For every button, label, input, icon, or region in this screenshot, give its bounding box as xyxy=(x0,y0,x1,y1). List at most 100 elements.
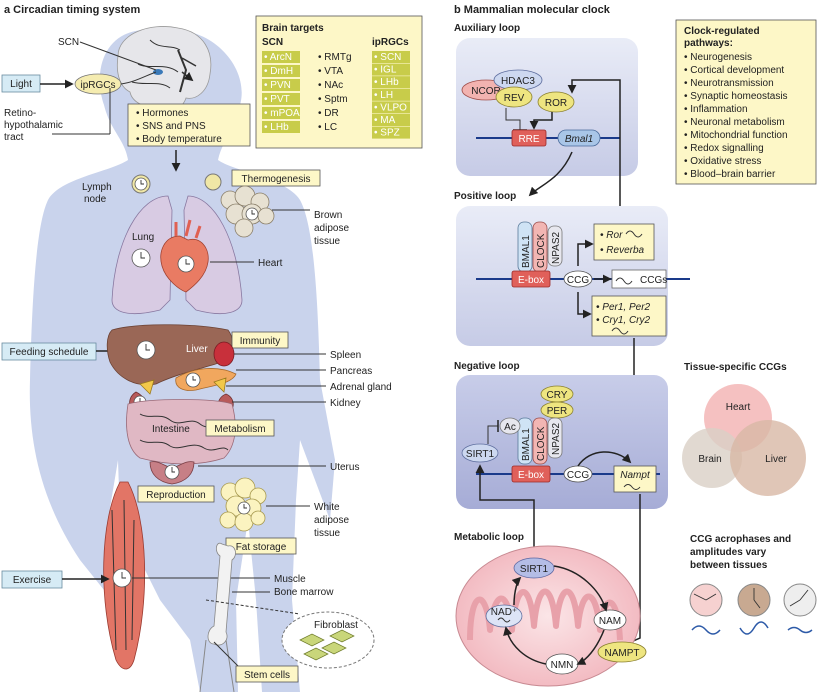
fat-storage-label: Fat storage xyxy=(236,542,287,553)
pathway-item: • Mitochondrial function xyxy=(684,130,788,141)
nampt-enzyme-oval xyxy=(597,641,647,663)
acro-title-1: CCG acrophases and xyxy=(690,534,791,545)
brain-target-item: • RMTg xyxy=(318,52,352,63)
acro-wave-liver xyxy=(739,621,769,635)
metabolism-label: Metabolism xyxy=(214,424,265,435)
heart-label: Heart xyxy=(258,258,283,269)
ror-reverba-box xyxy=(593,223,655,261)
venn-liver-label: Liver xyxy=(765,454,787,465)
brain-target-item: • DR xyxy=(318,108,339,119)
feeding-label: Feeding schedule xyxy=(10,347,89,358)
brain-target-chip xyxy=(372,51,410,63)
brain-target-item: • ArcN xyxy=(264,52,292,63)
brain-target-item: • DmH xyxy=(264,66,293,77)
brain-target-chip xyxy=(372,63,410,76)
ncor-label: NCOR xyxy=(471,86,500,97)
white-label-1: White xyxy=(314,502,340,513)
lymph-node-clock xyxy=(131,174,151,194)
pathway-item: • Synaptic homeostasis xyxy=(684,91,788,102)
neg-ebox xyxy=(511,465,551,483)
white-adipose xyxy=(219,477,267,532)
uterus-clock xyxy=(164,464,180,480)
rht-line-3: tract xyxy=(4,132,24,143)
neg-ccg-label: CCG xyxy=(567,470,589,481)
nampt-gene-box xyxy=(613,465,657,493)
thermogenesis-box xyxy=(231,169,321,187)
neg-title: Negative loop xyxy=(454,361,520,372)
uterus-label: Uterus xyxy=(330,462,359,473)
pos-title: Positive loop xyxy=(454,191,516,202)
ror-gene-item: • Ror xyxy=(600,230,623,241)
brain-target-chip xyxy=(262,79,300,91)
nad-label: NAD⁺ xyxy=(491,607,517,618)
nmn-label: NMN xyxy=(551,660,574,671)
neg-ebox-label: E-box xyxy=(518,470,544,481)
thermogenesis-label: Thermogenesis xyxy=(242,174,311,185)
metabolism-box xyxy=(205,419,275,437)
ror-oval xyxy=(537,91,575,113)
brain-target-chip xyxy=(262,65,300,77)
panel-a-title: a Circadian timing system xyxy=(4,4,141,16)
reverba-gene-item: • Reverba xyxy=(600,245,645,256)
bmal1-gene-box xyxy=(557,129,601,147)
output-item: • Hormones xyxy=(136,108,188,119)
rre-box xyxy=(511,129,547,147)
scn-label: SCN xyxy=(58,37,79,48)
lymph-label-2: node xyxy=(84,194,107,205)
rev-label: REV xyxy=(504,93,525,104)
brain-target-chip xyxy=(262,121,300,133)
stem-cells-label: Stem cells xyxy=(244,670,290,681)
brown-label-2: adipose xyxy=(314,223,349,234)
bmal1-gene-label: Bmal1 xyxy=(565,134,593,145)
neg-per-label: PER xyxy=(547,406,568,417)
brain-target-item: • LHb xyxy=(264,122,289,133)
acro-wave-brain xyxy=(787,626,813,634)
tissue-title: Tissue-specific CCGs xyxy=(684,362,787,373)
brain-target-item: • LH xyxy=(374,90,393,101)
rev-oval xyxy=(495,86,533,108)
iprgcs-label: ipRGCs xyxy=(80,80,115,91)
pathway-item: • Cortical development xyxy=(684,65,784,76)
heart-clock xyxy=(177,255,195,273)
pos-ccg-oval xyxy=(563,270,593,288)
white-label-3: tissue xyxy=(314,528,341,539)
neg-sirt1-label: SIRT1 xyxy=(466,449,495,460)
pathways-list: • Neurogenesis • Cortical development • Ne… xyxy=(684,52,788,180)
brain-targets-mid-list: • RMTg• VTA• NAc• Sptm• DR• LC xyxy=(318,52,352,133)
neg-npas2-box xyxy=(547,417,563,459)
spleen xyxy=(213,341,235,367)
brain xyxy=(116,26,212,110)
scn-marker xyxy=(153,69,163,75)
intestine-label: Intestine xyxy=(152,424,190,435)
neg-bmal1-box xyxy=(517,417,533,465)
brown-label-1: Brown xyxy=(314,210,342,221)
pathways-box xyxy=(675,19,817,185)
brain-target-item: • SCN xyxy=(374,52,401,63)
liver-clock xyxy=(136,340,156,360)
pathway-item: • Neurogenesis xyxy=(684,52,752,63)
brown-adipose-clock xyxy=(245,207,259,221)
brain-targets-iprgc-list: • SCN• IGL• LHb• LH• VLPO• MA• SPZ xyxy=(372,51,410,139)
wave-icon xyxy=(497,617,511,623)
pathways-title-1: Clock-regulated xyxy=(684,26,760,37)
pathway-item: • Neuronal metabolism xyxy=(684,117,785,128)
exercise-label: Exercise xyxy=(13,575,52,586)
pos-bmal1-label: BMAL1 xyxy=(521,235,532,268)
brain-target-chip xyxy=(372,76,410,89)
liver-label: Liver xyxy=(186,344,208,355)
white-adipose-clock xyxy=(237,501,251,515)
brain-target-chip xyxy=(262,93,300,105)
met-title: Metabolic loop xyxy=(454,532,524,543)
brain-target-item: • LHb xyxy=(374,77,399,88)
rre-label: RRE xyxy=(518,134,539,145)
pos-ebox xyxy=(511,270,551,288)
kidney-label: Kidney xyxy=(330,398,361,409)
brain-target-chip xyxy=(372,101,410,114)
pos-npas2-box xyxy=(547,225,563,267)
neg-clock-label: CLOCK xyxy=(536,426,547,461)
neg-bmal1-label: BMAL1 xyxy=(521,428,532,461)
brain-target-item: • mPOA xyxy=(264,108,300,119)
reproduction-label: Reproduction xyxy=(146,490,205,501)
intestine xyxy=(126,399,236,465)
adrenal-glands xyxy=(139,377,227,395)
